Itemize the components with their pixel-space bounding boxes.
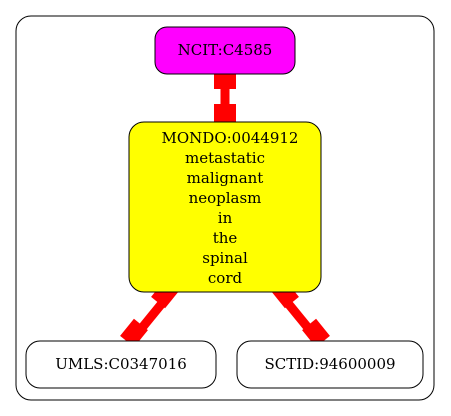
node-ncit[interactable]: NCIT:C4585 (154, 26, 296, 75)
node-mondo[interactable]: MONDO:0044912 metastatic malignant neopl… (128, 121, 322, 293)
node-mondo-line-2: malignant (187, 169, 264, 187)
node-mondo-line-4: in (218, 209, 233, 227)
node-mondo-line-0: MONDO:0044912 (162, 129, 299, 147)
node-mondo-line-6: spinal (202, 249, 248, 267)
node-mondo-line-7: cord (208, 269, 243, 287)
node-mondo-line-3: neoplasm (189, 189, 262, 207)
node-mondo-line-5: the (213, 229, 238, 247)
node-sctid[interactable]: SCTID:94600009 (236, 340, 424, 389)
node-mondo-line-1: metastatic (185, 149, 265, 167)
node-umls-label: UMLS:C0347016 (55, 355, 187, 373)
edges (120, 71, 330, 348)
node-ncit-label: NCIT:C4585 (178, 41, 273, 59)
node-sctid-label: SCTID:94600009 (264, 355, 395, 373)
edge-ncit-mondo (214, 71, 236, 122)
node-umls[interactable]: UMLS:C0347016 (25, 340, 217, 389)
